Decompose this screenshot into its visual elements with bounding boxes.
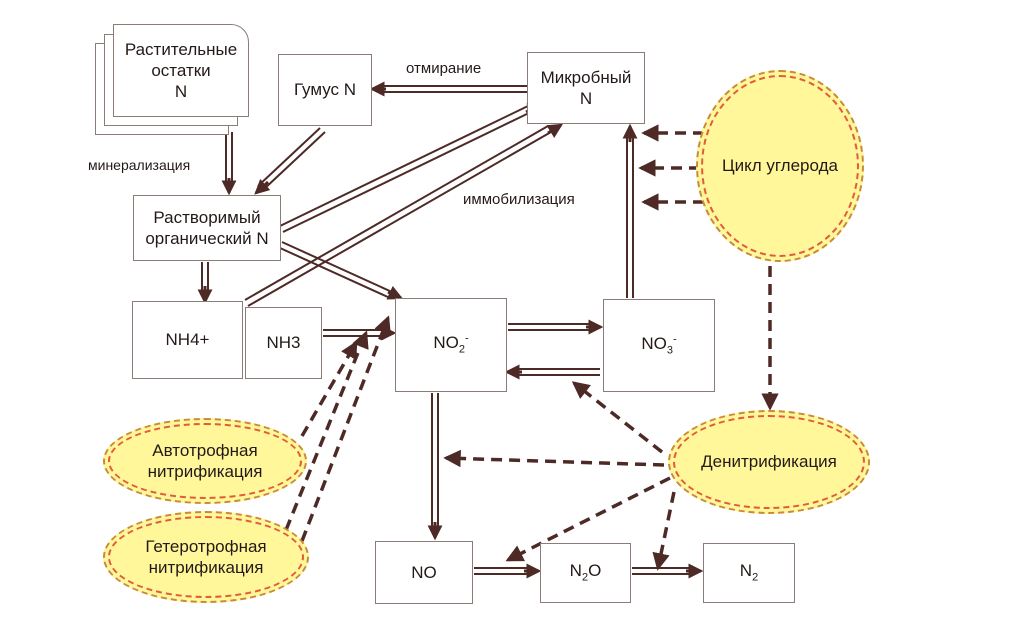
arrow-soluble-to-no2 <box>279 241 404 300</box>
label-mineralization: минерализация <box>88 157 191 173</box>
n2-label: N2 <box>739 561 759 584</box>
arrow-no3-to-microbial <box>622 123 638 298</box>
node-no: NO <box>375 541 473 604</box>
node-no2: NO2- <box>395 298 507 392</box>
carbon-cycle-label: Цикл углерода <box>722 156 838 176</box>
node-n2: N2 <box>703 543 795 603</box>
plant-residues-line1: Растительные <box>124 39 238 59</box>
process-autotrophic-nitrification: Автотрофная нитрификация <box>103 418 307 504</box>
node-soluble-organic: Растворимый органический N <box>133 195 281 261</box>
node-n2o: N2O <box>540 543 631 603</box>
plant-residues-line2: остатки <box>151 60 211 80</box>
process-heterotrophic-nitrification: Гетеротрофная нитрификация <box>103 511 309 603</box>
process-carbon-cycle: Цикл углерода <box>696 70 864 262</box>
heterotrophic-line1: Гетеротрофная <box>145 536 267 556</box>
arrow-soluble-to-nh4 <box>197 262 213 305</box>
dashed-arrow-heterotrophic-to-no2 <box>300 315 391 542</box>
microbial-line2: N <box>579 89 593 108</box>
arrow-humus-to-soluble <box>254 127 326 195</box>
nh3-label: NH3 <box>266 333 301 353</box>
heterotrophic-line2: нитрификация <box>148 558 264 577</box>
humus-label: Гумус N <box>293 80 357 100</box>
node-nh3: NH3 <box>245 307 322 379</box>
arrow-residues-to-soluble <box>221 132 237 196</box>
arrow-microbial-to-humus <box>369 81 527 97</box>
denitrification-label: Денитрификация <box>701 452 837 472</box>
soluble-organic-line1: Растворимый <box>153 207 261 227</box>
arrow-no3-to-no2 <box>504 364 600 380</box>
node-humus: Гумус N <box>278 54 372 126</box>
no-label: NO <box>411 562 437 582</box>
soluble-organic-line2: органический N <box>145 229 269 248</box>
dashed-arrow-denitrification-to-n2 <box>652 491 676 571</box>
arrow-no2-to-no3 <box>508 319 604 335</box>
autotrophic-line2: нитрификация <box>147 462 263 481</box>
node-nh4: NH4+ <box>132 301 243 379</box>
plant-residues-line3: N <box>174 82 188 102</box>
node-plant-residues: Растительные остатки N <box>113 24 249 117</box>
arrow-n2o-to-n2 <box>632 563 704 579</box>
arrow-no2-to-no <box>427 393 443 541</box>
autotrophic-line1: Автотрофная <box>152 440 258 460</box>
dashed-arrow-denitrification-to-no3 <box>571 381 664 454</box>
microbial-line1: Микробный <box>540 67 632 87</box>
no3-label: NO3- <box>641 333 677 357</box>
nh4-label: NH4+ <box>165 330 210 350</box>
node-no3: NO3- <box>603 299 715 392</box>
arrow-nh4-to-microbial <box>244 123 564 307</box>
process-denitrification: Денитрификация <box>668 410 870 514</box>
dashed-arrow-denitrification-to-no <box>505 476 671 562</box>
label-immobilization: иммобилизация <box>463 191 575 208</box>
n2o-label: N2O <box>569 561 602 584</box>
dashed-arrow-denitrification-to-no2-down <box>443 449 665 468</box>
no2-label: NO2- <box>433 332 469 356</box>
arrow-no-to-n2o <box>474 563 542 579</box>
label-dieoff: отмирание <box>406 60 482 77</box>
node-microbial: Микробный N <box>527 52 645 124</box>
